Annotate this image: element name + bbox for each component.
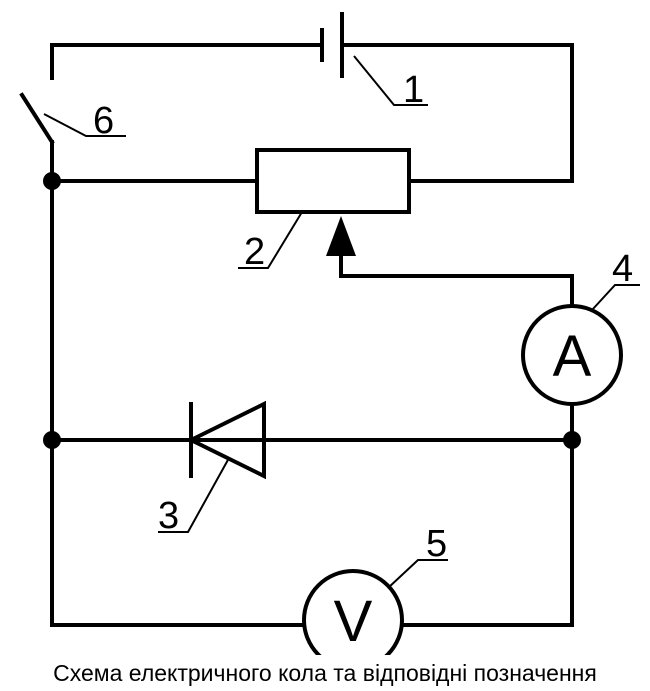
label-switch: 6 xyxy=(93,100,114,142)
label-battery: 1 xyxy=(403,69,424,111)
rheostat-body xyxy=(255,148,411,214)
diagram-caption: Схема електричного кола та відповідні по… xyxy=(53,660,597,686)
junction-dot-top-left xyxy=(43,172,61,190)
top-wire-right xyxy=(340,43,574,183)
diode xyxy=(50,400,574,480)
leader-switch xyxy=(43,113,126,137)
diode-triangle xyxy=(186,400,266,480)
label-diode: 3 xyxy=(158,495,179,537)
switch xyxy=(19,92,55,183)
circuit-diagram: A V 1 6 2 4 3 5 xyxy=(19,12,640,655)
leader-diode xyxy=(158,457,230,533)
voltmeter: V xyxy=(50,569,574,655)
ammeter: A xyxy=(521,304,623,442)
label-rheostat: 2 xyxy=(244,231,265,273)
switch-blade xyxy=(19,92,55,145)
junction-dot-middle-right xyxy=(563,431,581,449)
label-ammeter: 4 xyxy=(612,248,633,290)
battery xyxy=(50,12,574,183)
top-wire-left xyxy=(50,43,324,80)
ammeter-symbol: A xyxy=(553,324,592,389)
leader-battery xyxy=(353,55,428,106)
leader-voltmeter xyxy=(387,559,448,589)
rheostat-slider-wire xyxy=(339,248,574,308)
voltmeter-circle xyxy=(302,569,404,655)
junction-dot-middle-left xyxy=(43,431,61,449)
voltmeter-symbol: V xyxy=(334,589,373,654)
leader-rheostat xyxy=(238,211,303,269)
label-voltmeter: 5 xyxy=(426,523,447,565)
rheostat xyxy=(50,148,574,308)
leader-ammeter xyxy=(591,284,640,311)
rheostat-slider-arrow xyxy=(326,216,356,256)
